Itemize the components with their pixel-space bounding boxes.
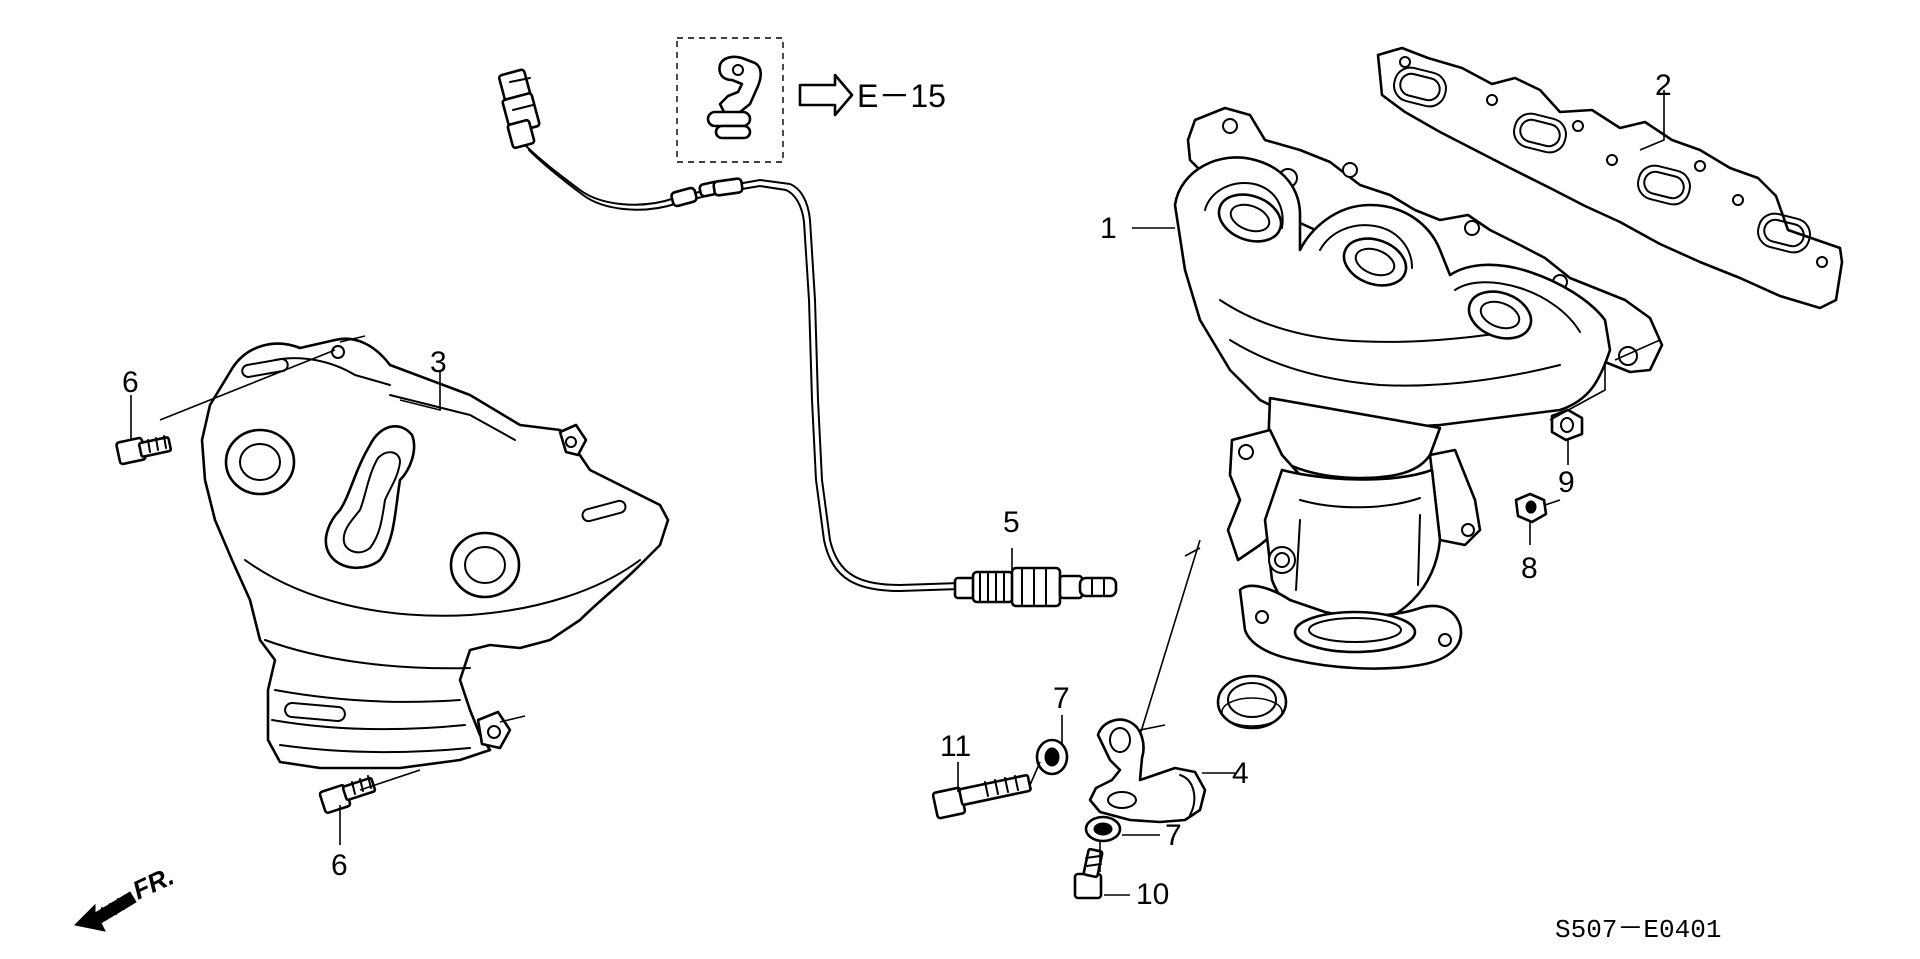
exhaust-manifold-part[interactable] — [1173, 106, 1664, 670]
callout-7-upper: 7 — [1053, 682, 1070, 715]
callout-11: 11 — [940, 730, 971, 763]
drawing-code: S507－E0401 — [1555, 915, 1721, 945]
leader-lines — [130, 90, 1665, 896]
bolt-6-lower[interactable] — [318, 775, 377, 814]
callout-8: 8 — [1521, 552, 1538, 585]
callout-7-lower: 7 — [1165, 819, 1182, 852]
callout-10: 10 — [1136, 878, 1169, 911]
bolt-11[interactable] — [931, 773, 1032, 820]
washer-7-upper[interactable] — [1035, 738, 1069, 776]
callout-9: 9 — [1558, 466, 1575, 499]
callout-5: 5 — [1003, 506, 1020, 539]
callout-4: 4 — [1232, 757, 1249, 790]
washer-7-lower[interactable] — [1084, 815, 1122, 843]
nut-8[interactable] — [1514, 492, 1548, 524]
callout-3: 3 — [430, 346, 447, 379]
reference-code: E－15 — [857, 78, 946, 114]
bolt-10[interactable] — [1073, 847, 1104, 900]
reference-box[interactable]: E－15 — [676, 37, 946, 163]
outlet-gasket-ring[interactable] — [1216, 674, 1288, 730]
nut-9[interactable] — [1550, 408, 1584, 442]
sensor-connector — [497, 68, 541, 150]
bolt-6-upper[interactable] — [115, 435, 173, 466]
heat-shield-part[interactable] — [200, 337, 670, 770]
callout-1: 1 — [1100, 212, 1117, 245]
gasket-part[interactable] — [1376, 46, 1844, 310]
oxygen-sensor-part[interactable] — [497, 68, 1118, 608]
callout-6-lower: 6 — [331, 849, 348, 882]
bracket-part[interactable] — [1088, 718, 1207, 824]
front-label: FR. — [128, 861, 179, 906]
callout-6-upper: 6 — [122, 366, 139, 399]
front-direction-arrow: FR. — [73, 861, 179, 932]
callout-2: 2 — [1655, 69, 1672, 102]
